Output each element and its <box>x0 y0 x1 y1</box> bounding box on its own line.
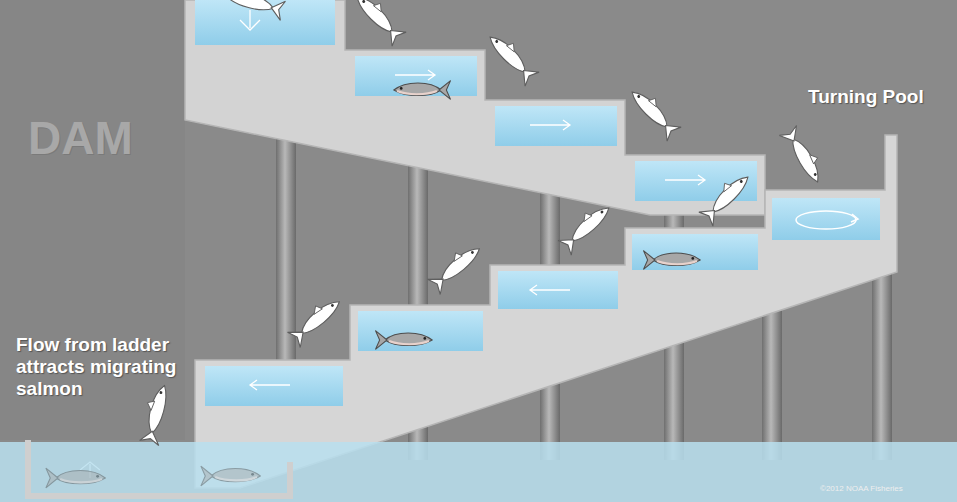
turning-swirl <box>796 211 856 229</box>
flow-arrow <box>665 175 705 185</box>
turning-pool-label: Turning Pool <box>808 86 953 108</box>
upper-pools <box>195 0 757 201</box>
salmon-jumping <box>426 239 486 294</box>
flow-marks <box>80 10 705 478</box>
flow-arrow <box>250 380 290 390</box>
salmon-jumping <box>350 0 408 46</box>
flow-arrow <box>530 120 570 130</box>
flow-arrow <box>395 70 435 80</box>
flow-note: Flow from ladder attracts migrating salm… <box>16 334 201 400</box>
salmon-jumping <box>137 382 174 445</box>
turning-pool <box>772 198 880 240</box>
salmon-jumping <box>286 292 346 347</box>
salmon-resting <box>643 251 700 270</box>
ladder-pool <box>498 271 618 309</box>
salmon-resting <box>46 468 105 488</box>
salmon-jumping <box>697 169 755 227</box>
jumping-salmon <box>137 0 828 446</box>
salmon-jumping <box>779 124 828 186</box>
copyright-watermark: ©2012 NOAA Fisheries <box>820 484 955 493</box>
dam-label: DAM <box>28 112 188 165</box>
salmon-jumping <box>483 29 541 87</box>
salmon-jumping <box>557 199 616 255</box>
flow-arrow <box>851 214 858 222</box>
entrance-pool-wall <box>28 440 290 496</box>
salmon-resting <box>394 81 451 100</box>
ladder-pool <box>495 106 617 146</box>
salmon-jumping <box>223 0 286 20</box>
lower-ladder-slab <box>195 135 897 488</box>
salmon-resting <box>375 331 432 350</box>
ladder-pool <box>205 366 343 406</box>
ladder-pool <box>358 311 483 351</box>
salmon-resting <box>201 466 260 486</box>
upper-ladder-slab <box>185 0 765 215</box>
salmon-jumping <box>625 84 683 142</box>
flow-arrow <box>530 285 570 295</box>
flow-arrow <box>240 10 260 30</box>
lower-pools <box>205 198 880 406</box>
ladder-pool <box>632 234 758 270</box>
